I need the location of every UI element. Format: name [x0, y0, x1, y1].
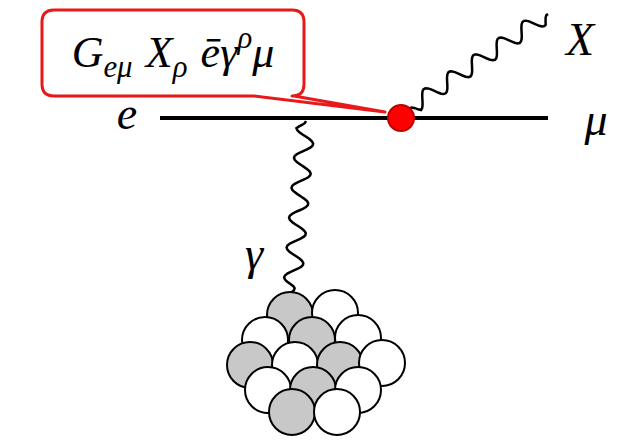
formula-symbol: eμ	[103, 50, 132, 84]
callout-box: GeμXρēγρμ	[42, 10, 304, 96]
callout-outline	[42, 10, 385, 112]
particle-label: μ	[584, 97, 607, 143]
formula-symbol: X	[146, 28, 173, 77]
formula-symbol: ē	[201, 28, 221, 77]
formula-symbol: ρ	[173, 50, 188, 84]
particle-label: X	[566, 17, 594, 63]
nucleon	[314, 389, 360, 435]
boson-wave	[410, 14, 548, 110]
fermion-line	[160, 116, 548, 120]
formula-symbol: ρ	[237, 21, 252, 55]
vertex-dot	[388, 105, 414, 131]
formula-symbol: μ	[252, 28, 274, 77]
nucleus	[227, 290, 405, 435]
nucleon	[269, 389, 315, 435]
particle-label: e	[117, 91, 137, 137]
formula: GeμXρēγρμ	[72, 23, 275, 83]
particle-label: γ	[245, 231, 263, 277]
formula-symbol: γ	[220, 28, 237, 77]
photon-wave	[284, 121, 313, 292]
formula-symbol: G	[72, 28, 104, 77]
